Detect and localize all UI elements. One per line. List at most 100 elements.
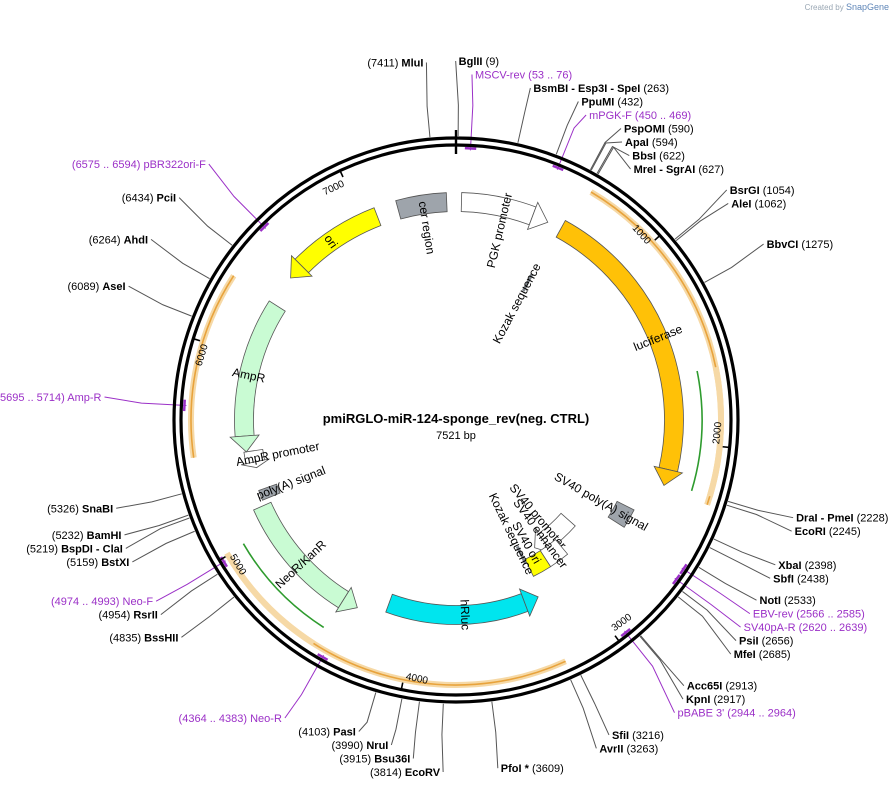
site-bbsi[interactable]: BbsI (622) — [632, 151, 685, 163]
primer-mscv-rev[interactable]: MSCV-rev (53 .. 76) — [475, 70, 572, 82]
site-label: (4103) PasI — [298, 727, 356, 739]
feature-hrluc: hRluc — [385, 588, 539, 630]
site-psii[interactable]: PsiI (2656) — [739, 636, 793, 648]
site-acc65i[interactable]: Acc65I (2913) — [687, 681, 757, 693]
primer-neo-f[interactable]: (4974 .. 4993) Neo-F — [51, 596, 153, 608]
site-label: (6264) AhdI — [89, 234, 148, 246]
plasmid-length: 7521 bp — [436, 430, 476, 442]
site-label: (6575 .. 6594) pBR322ori-F — [72, 159, 206, 171]
leader-line — [556, 114, 587, 170]
leader-line — [682, 591, 737, 641]
site-label: SbfI (2438) — [773, 573, 829, 585]
tick-label: 4000 — [405, 672, 429, 687]
primer-amp-r[interactable]: (5695 .. 5714) Amp-R — [0, 392, 102, 404]
site-label: mPGK-F (450 .. 469) — [589, 110, 691, 122]
site-bsmbi-esp3i-spei[interactable]: BsmBI - Esp3I - SpeI (263) — [533, 83, 669, 95]
site-noti[interactable]: NotI (2533) — [760, 595, 816, 607]
site-apai[interactable]: ApaI (594) — [625, 137, 678, 149]
leader-line — [491, 701, 499, 769]
leader-line — [570, 679, 597, 749]
site-label: (5326) SnaBI — [47, 503, 113, 515]
site-mfei[interactable]: MfeI (2685) — [734, 649, 791, 661]
leader-line — [639, 636, 684, 700]
feature-label: AmpR — [231, 365, 267, 386]
site-xbai[interactable]: XbaI (2398) — [778, 560, 836, 572]
feature-cer-region: cer region — [395, 192, 448, 255]
tick-label: 6000 — [194, 343, 211, 368]
site-asei[interactable]: (6089) AseI — [67, 281, 125, 293]
site-rsrii[interactable]: (4954) RsrII — [99, 610, 158, 622]
site-label: BsmBI - Esp3I - SpeI (263) — [533, 83, 669, 95]
site-ahdi[interactable]: (6264) AhdI — [89, 234, 148, 246]
primer-sv40pa-r[interactable]: SV40pA-R (2620 .. 2639) — [744, 622, 868, 634]
tick-label: 7000 — [321, 179, 346, 199]
leader-line — [441, 703, 444, 773]
leader-line — [390, 698, 403, 746]
site-label: AvrII (3263) — [599, 743, 658, 755]
site-pspomi[interactable]: PspOMI (590) — [624, 124, 694, 136]
primer-pbabe-3[interactable]: pBABE 3' (2944 .. 2964) — [677, 708, 795, 720]
site-bspdi-clai[interactable]: (5219) BspDI - ClaI — [26, 543, 123, 555]
tick-mark — [654, 234, 661, 241]
site-ecorv[interactable]: (3814) EcoRV — [370, 767, 441, 779]
orf-halo — [706, 366, 725, 498]
site-bglii[interactable]: BglII (9) — [459, 56, 499, 68]
primer-mark — [464, 146, 477, 150]
leader-line — [624, 630, 675, 713]
site-ppumi[interactable]: PpuMI (432) — [581, 97, 643, 109]
leader-line — [284, 655, 325, 719]
leader-line — [590, 141, 623, 171]
leader-line — [517, 87, 531, 143]
primer-neo-r[interactable]: (4364 .. 4383) Neo-R — [179, 713, 282, 725]
orf-arc — [242, 543, 325, 629]
site-label: NotI (2533) — [760, 595, 816, 607]
primer-mark — [317, 653, 329, 661]
site-mrei-sgrai[interactable]: MreI - SgrAI (627) — [634, 164, 724, 176]
primer-ebv-rev[interactable]: EBV-rev (2566 .. 2585) — [753, 609, 865, 621]
site-bsshii[interactable]: (4835) BssHII — [109, 632, 178, 644]
site-bbvci[interactable]: BbvCI (1275) — [767, 239, 834, 251]
orf-halo — [187, 274, 237, 459]
leader-line — [596, 145, 630, 174]
feature-ampr: AmpR — [229, 300, 286, 453]
site-kpni[interactable]: KpnI (2917) — [686, 694, 745, 706]
site-label: DraI - PmeI (2228) — [796, 513, 888, 525]
site-avrii[interactable]: AvrII (3263) — [599, 743, 658, 755]
site-label: AleI (1062) — [731, 198, 786, 210]
site-ecori[interactable]: EcoRI (2245) — [795, 526, 861, 538]
site-sfii[interactable]: SfiI (3216) — [612, 730, 664, 742]
site-alei[interactable]: AleI (1062) — [731, 198, 786, 210]
primer-mark — [182, 399, 187, 412]
leader-line — [124, 514, 189, 536]
leader-line — [675, 203, 729, 242]
site-label: BbsI (622) — [632, 151, 685, 163]
site-pasi[interactable]: (4103) PasI — [298, 727, 356, 739]
primer-mpgk-f[interactable]: mPGK-F (450 .. 469) — [589, 110, 691, 122]
site-label: EcoRI (2245) — [795, 526, 861, 538]
site-label: (5232) BamHI — [52, 530, 122, 542]
site-label: (4974 .. 4993) Neo-F — [51, 596, 153, 608]
site-nrui[interactable]: (3990) NruI — [331, 740, 388, 752]
site-pfoi[interactable]: PfoI * (3609) — [501, 763, 564, 775]
primer-mark — [259, 222, 270, 232]
site-bsu36i[interactable]: (3915) Bsu36I — [339, 754, 410, 766]
leader-line — [727, 500, 794, 519]
leader-line — [681, 567, 751, 615]
site-pcii[interactable]: (6434) PciI — [122, 193, 176, 205]
primer-pbr322ori-f[interactable]: (6575 .. 6594) pBR322ori-F — [72, 159, 206, 171]
site-bstxi[interactable]: (5159) BstXI — [66, 557, 129, 569]
site-snabi[interactable]: (5326) SnaBI — [47, 503, 113, 515]
site-bsrgi[interactable]: BsrGI (1054) — [730, 185, 795, 197]
site-mlui[interactable]: (7411) MluI — [367, 57, 423, 69]
site-label: pBABE 3' (2944 .. 2964) — [677, 708, 795, 720]
leader-line — [469, 74, 474, 151]
site-sbfi[interactable]: SbfI (2438) — [773, 573, 829, 585]
site-bamhi[interactable]: (5232) BamHI — [52, 530, 122, 542]
credit-prefix: Created by — [804, 3, 844, 12]
leader-line — [580, 674, 610, 736]
site-drai-pmei[interactable]: DraI - PmeI (2228) — [796, 513, 888, 525]
site-label: (7411) MluI — [367, 57, 423, 69]
tick-mark — [722, 445, 730, 449]
leader-line — [713, 538, 776, 566]
tick-label: 2000 — [711, 421, 724, 445]
